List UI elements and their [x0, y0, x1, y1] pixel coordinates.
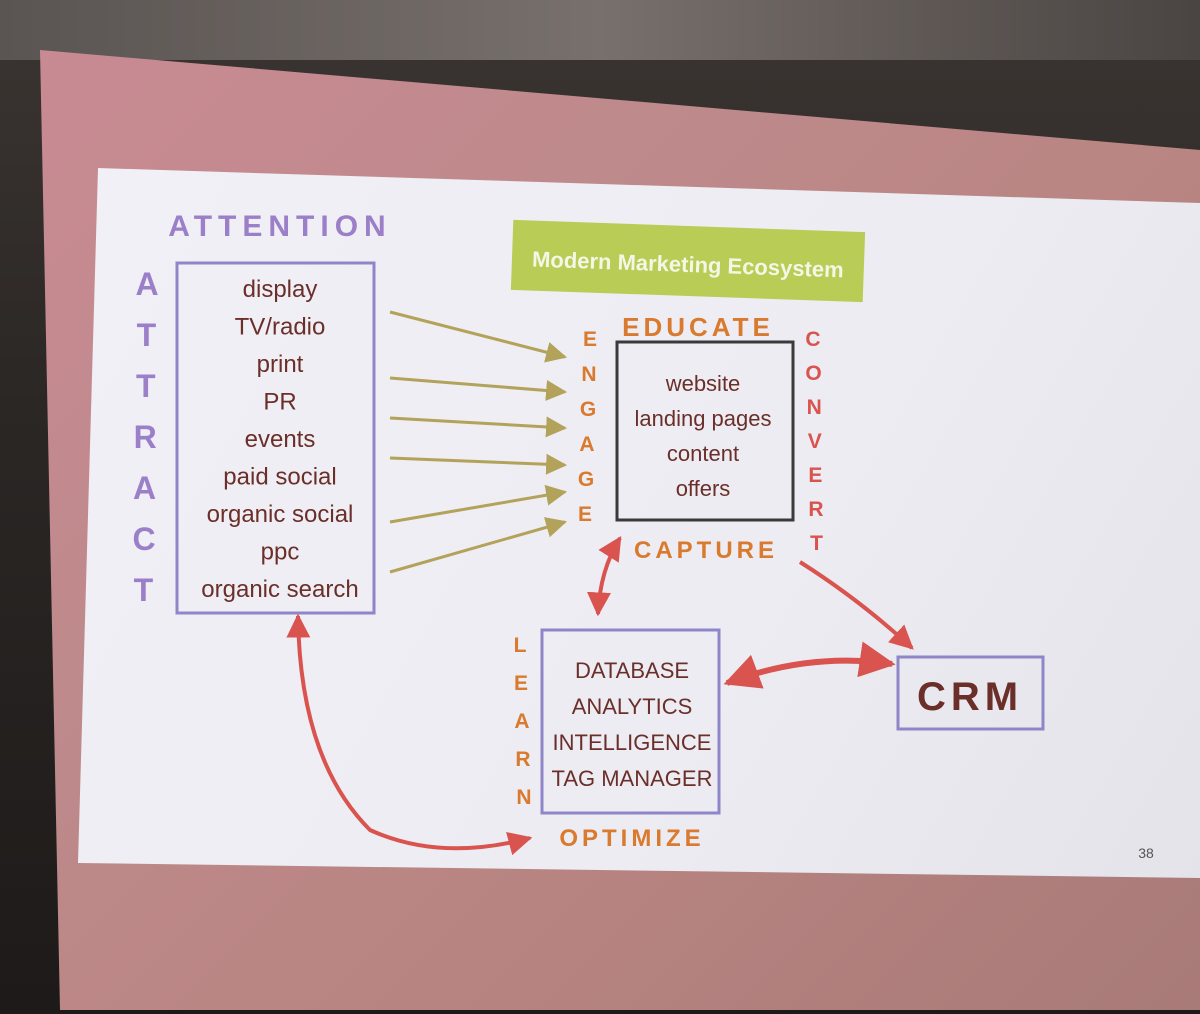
learn-letter: A	[514, 710, 529, 733]
capture-label: CAPTURE	[634, 537, 778, 564]
attract-letter: T	[136, 368, 156, 404]
arrow-channel-6	[389, 517, 568, 574]
attract-letter: R	[134, 419, 157, 455]
convert-letter: T	[810, 532, 823, 555]
convert-letter: N	[807, 396, 822, 419]
channel-item: ppc	[261, 539, 300, 566]
channel-item: organic social	[207, 501, 354, 528]
title-badge: Modern Marketing Ecosystem	[510, 219, 866, 303]
attract-letter: A	[133, 470, 156, 506]
database-list: DATABASE ANALYTICS INTELLIGENCE TAG MANAGER	[552, 658, 713, 791]
title-badge-bg	[510, 219, 866, 303]
educate-item: offers	[676, 476, 731, 501]
attract-letter: T	[134, 572, 154, 608]
ceiling	[0, 0, 1200, 60]
learn-letter: E	[514, 672, 528, 695]
arrow-channels-optimize	[286, 613, 533, 856]
channel-item: events	[245, 426, 316, 453]
educate-list: website landing pages content offers	[634, 371, 771, 501]
educate-heading: EDUCATE	[622, 312, 774, 342]
attract-letter: C	[132, 521, 155, 557]
channel-item: display	[243, 276, 318, 303]
channel-item: paid social	[223, 464, 336, 491]
educate-item: content	[667, 441, 739, 466]
engage-letter: E	[583, 328, 597, 351]
engage-letter: G	[578, 468, 594, 491]
feedback-arrows	[286, 535, 914, 856]
learn-letter: R	[515, 748, 530, 771]
database-item: ANALYTICS	[572, 694, 693, 719]
educate-box	[615, 340, 795, 522]
educate-item: landing pages	[634, 406, 771, 431]
learn-letter: L	[514, 634, 527, 657]
crm-box	[896, 655, 1045, 731]
channel-arrows	[389, 310, 568, 574]
convert-letter: E	[808, 464, 822, 487]
convert-letter: R	[808, 498, 823, 521]
arrow-channel-2	[389, 376, 568, 401]
database-item: TAG MANAGER	[552, 766, 713, 791]
engage-letter: N	[581, 363, 596, 386]
engage-letter: E	[578, 503, 592, 526]
educate-item: website	[665, 371, 741, 396]
engage-letter: A	[579, 433, 594, 456]
arrow-database-crm	[723, 641, 896, 689]
database-item: INTELLIGENCE	[553, 730, 712, 755]
arrow-channel-4	[389, 453, 568, 475]
attract-letter: T	[137, 317, 157, 353]
database-item: DATABASE	[575, 658, 689, 683]
database-box	[540, 628, 721, 815]
crm-label: CRM	[917, 675, 1023, 719]
channel-item: TV/radio	[235, 314, 326, 341]
convert-letter: V	[808, 430, 822, 453]
channel-item: print	[257, 351, 304, 378]
channel-item: organic search	[201, 576, 358, 603]
arrow-capture-learn	[586, 535, 622, 617]
arrow-channel-5	[389, 484, 568, 524]
convert-letter: O	[805, 362, 821, 385]
attention-heading: ATTENTION	[168, 210, 391, 243]
optimize-label: OPTIMIZE	[559, 825, 704, 852]
convert-letter: C	[805, 328, 820, 351]
learn-letter: N	[516, 786, 531, 809]
page-number: 38	[1138, 845, 1154, 861]
attract-letter: A	[135, 266, 158, 302]
engage-letter: G	[580, 398, 596, 421]
arrow-convert-crm	[798, 560, 914, 650]
arrow-channel-1	[389, 310, 568, 363]
channels-box	[175, 261, 376, 615]
arrow-channel-3	[389, 416, 568, 438]
channel-item: PR	[263, 389, 296, 416]
